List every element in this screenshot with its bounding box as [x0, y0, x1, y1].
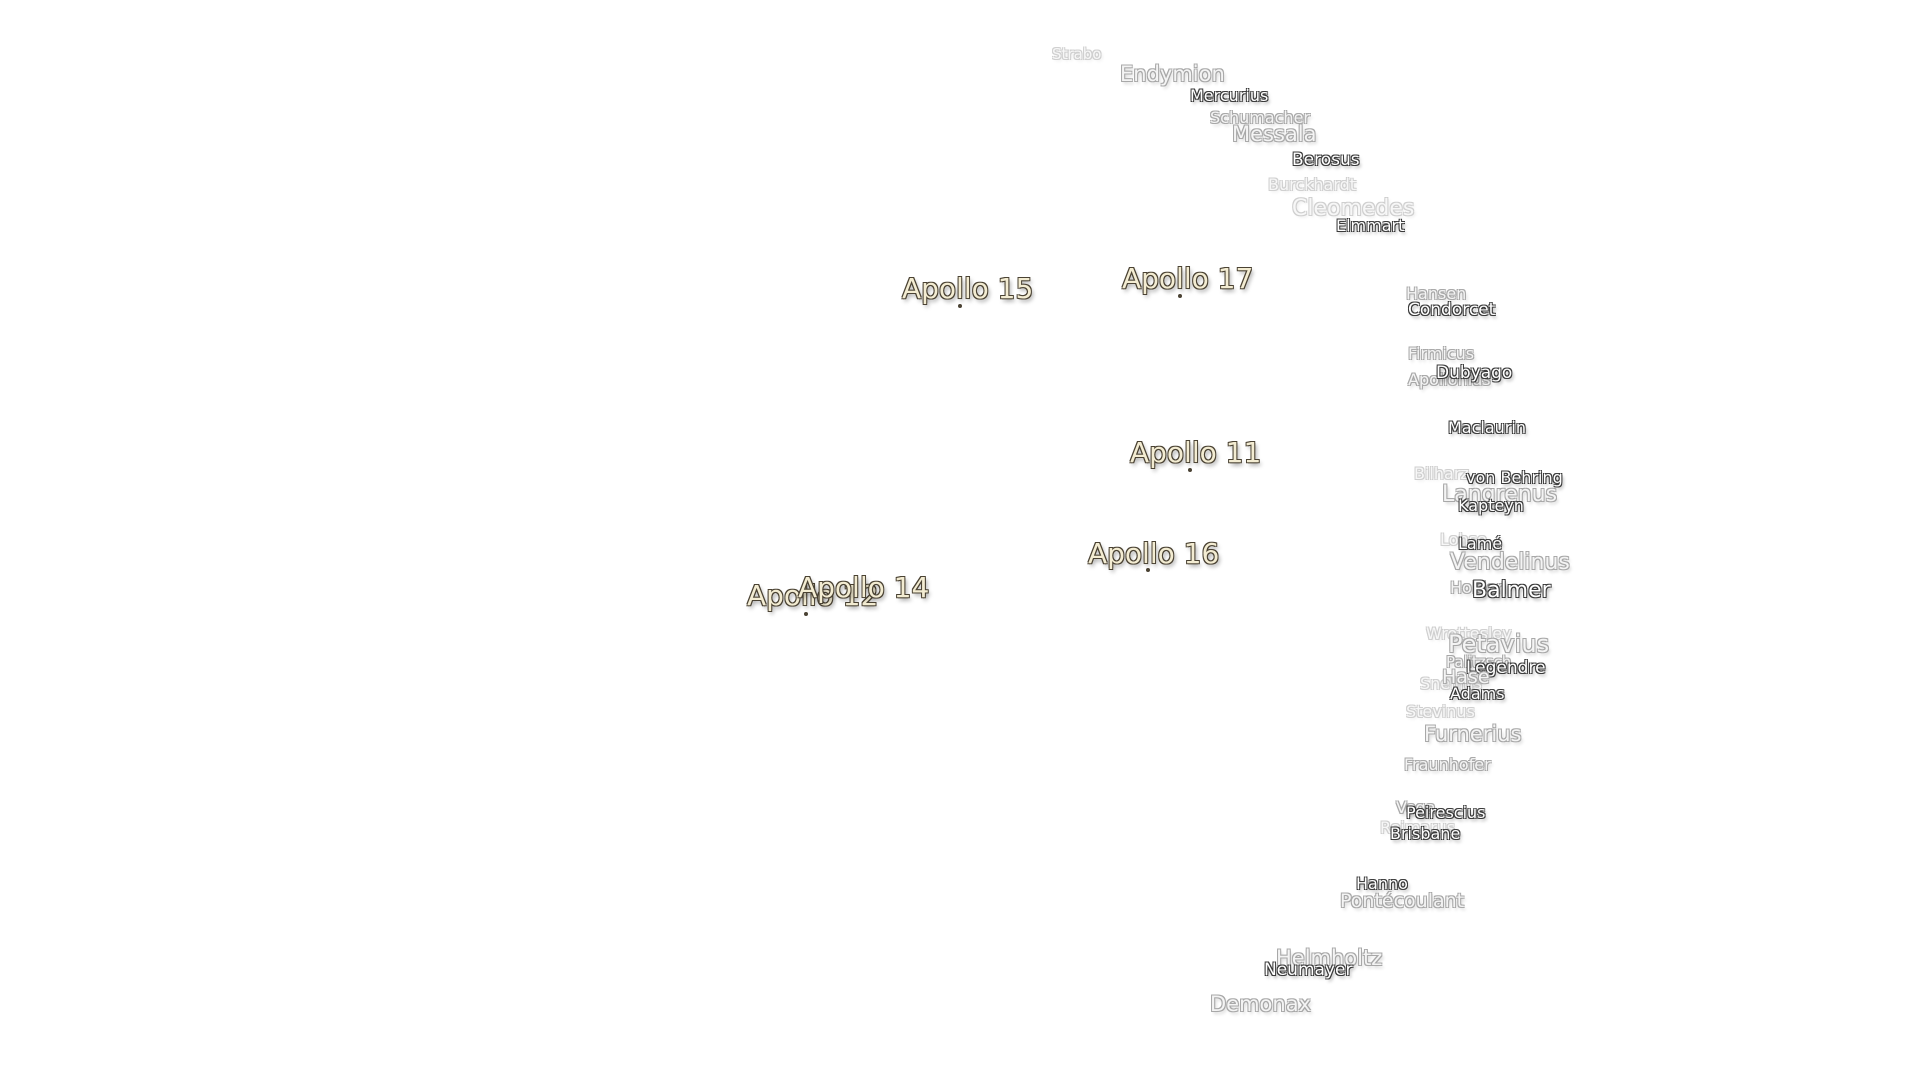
- crater-label-balmer: Balmer: [1472, 578, 1551, 603]
- apollo-15-label[interactable]: Apollo 15: [902, 272, 1034, 305]
- crater-label-apollonius: Apollonius: [1408, 370, 1491, 389]
- crater-label-firmicus: Firmicus: [1408, 344, 1475, 363]
- crater-label-von-behring: von Behring: [1466, 468, 1563, 487]
- crater-label-pontecoulant: Pontécoulant: [1340, 890, 1465, 912]
- crater-label-snellius: Snellius: [1420, 674, 1482, 693]
- apollo-17-label[interactable]: Apollo 17: [1122, 262, 1254, 295]
- crater-label-hase: Hase: [1442, 666, 1490, 688]
- apollo-14-site-marker[interactable]: [849, 586, 853, 590]
- crater-label-schumacher: Schumacher: [1210, 108, 1310, 127]
- crater-label-hansen: Hansen: [1406, 284, 1467, 303]
- crater-label-strabo: Strabo: [1052, 45, 1102, 63]
- crater-label-berosus: Berosus: [1292, 150, 1360, 170]
- crater-label-endymion: Endymion: [1120, 62, 1225, 86]
- crater-label-mercurius: Mercurius: [1190, 86, 1269, 105]
- crater-label-burckhardt: Burckhardt: [1268, 175, 1357, 194]
- crater-label-reimarus: Reimarus: [1380, 818, 1456, 837]
- crater-label-langrenus: Langrenus: [1442, 482, 1558, 507]
- crater-label-demonax: Demonax: [1210, 992, 1312, 1016]
- crater-label-kapteyn: Kapteyn: [1458, 496, 1524, 515]
- crater-label-bilharz: Bilharz: [1414, 464, 1469, 483]
- crater-label-legendre: Legendre: [1466, 658, 1546, 678]
- crater-label-lohse: Lohse: [1440, 530, 1487, 549]
- crater-label-messala: Messala: [1232, 122, 1317, 146]
- crater-label-maclaurin: Maclaurin: [1448, 418, 1526, 437]
- apollo-11-site-marker[interactable]: [1188, 468, 1192, 472]
- crater-label-peirescius: Peirescius: [1406, 803, 1486, 822]
- crater-label-wrottesley: Wrottesley: [1426, 624, 1512, 643]
- apollo-12-site-marker[interactable]: [804, 612, 808, 616]
- apollo-14-label[interactable]: Apollo 14: [798, 571, 930, 604]
- apollo-12-label[interactable]: Apollo 12: [747, 579, 879, 612]
- crater-label-vega: Vega: [1396, 798, 1436, 817]
- apollo-16-site-marker[interactable]: [1146, 568, 1150, 572]
- apollo-11-label[interactable]: Apollo 11: [1130, 436, 1262, 469]
- apollo-17-site-marker[interactable]: [1178, 294, 1182, 298]
- crater-label-lame: Lamé: [1458, 534, 1503, 553]
- crater-label-furnerius: Furnerius: [1424, 722, 1522, 746]
- crater-label-hanno: Hanno: [1356, 874, 1408, 893]
- crater-label-brisbane: Brisbane: [1390, 824, 1461, 843]
- crater-label-stevinus: Stevinus: [1406, 702, 1475, 721]
- crater-label-palitzsch: Palitzsch: [1446, 653, 1512, 671]
- crater-label-cleomedes: Cleomedes: [1292, 196, 1415, 221]
- crater-label-elmmart: Elmmart: [1336, 216, 1405, 235]
- apollo-16-label[interactable]: Apollo 16: [1088, 537, 1220, 570]
- crater-label-dubyago: Dubyago: [1436, 363, 1513, 383]
- crater-label-helmholtz: Helmholtz: [1276, 946, 1383, 970]
- crater-label-fraunhofer: Fraunhofer: [1404, 755, 1491, 774]
- crater-label-condorcet: Condorcet: [1408, 300, 1496, 320]
- crater-label-adams: Adams: [1450, 684, 1505, 703]
- crater-label-neumayer: Neumayer: [1264, 960, 1353, 980]
- crater-label-vendelinus: Vendelinus: [1450, 550, 1570, 575]
- apollo-15-site-marker[interactable]: [958, 304, 962, 308]
- crater-label-holden: Holden: [1450, 578, 1507, 597]
- crater-label-petavius: Petavius: [1448, 630, 1550, 658]
